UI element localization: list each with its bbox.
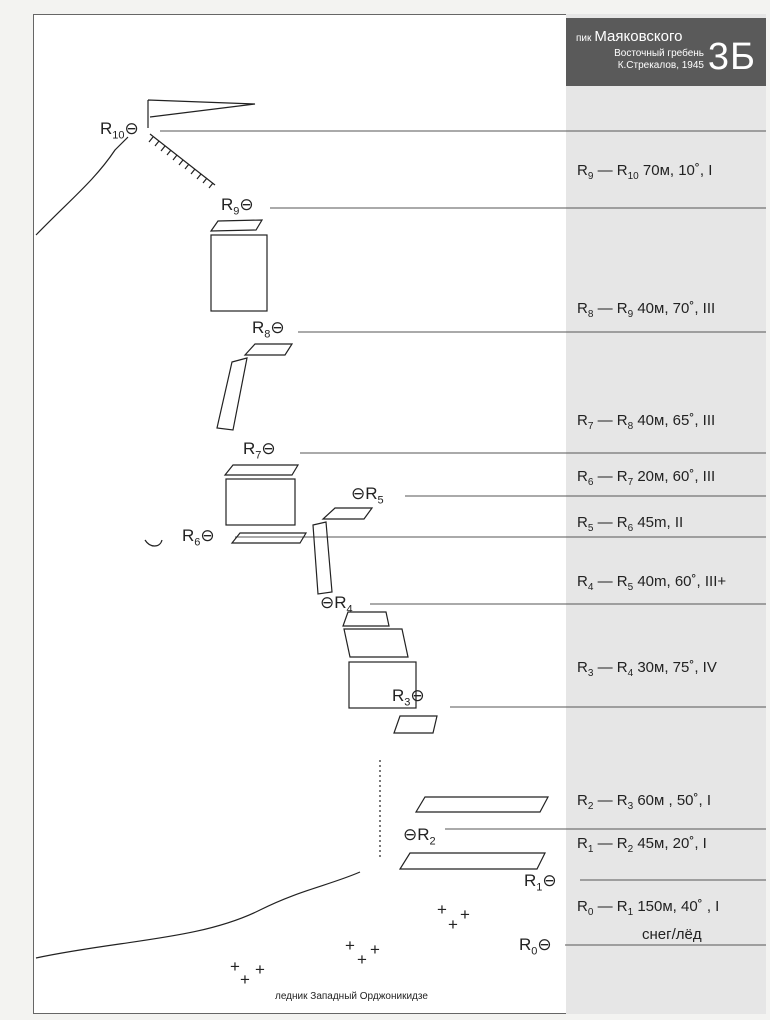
belay-point-r9: R9⊖	[221, 195, 254, 218]
wall-r8-r9	[210, 234, 268, 312]
pitch-label-r9-r10: R9 — R10 70м, 10˚, I	[577, 162, 713, 182]
ledge-r4	[342, 611, 390, 627]
belay-point-r4: ⊖R4	[320, 593, 353, 616]
belay-point-r3: R3⊖	[392, 686, 425, 709]
summit-ridge	[149, 133, 216, 186]
ledge-r8	[243, 343, 294, 356]
route-author: К.Стрекалов, 1945	[617, 60, 704, 71]
pitch-label-r7-r8: R7 — R8 40м, 65˚, III	[577, 412, 716, 432]
crevasse-mark: +	[230, 957, 240, 976]
pitch-label-r8-r9: R8 — R9 40м, 70˚, III	[577, 300, 716, 320]
belay-point-r6: R6⊖	[182, 526, 215, 549]
crevasse-mark: +	[448, 915, 458, 934]
route-subtitle: Восточный гребень К.Стрекалов, 1945	[614, 48, 704, 72]
pitch-label-r0-r1: R0 — R1 150м, 40˚ , I	[577, 898, 720, 918]
belay-point-r5: ⊖R5	[351, 484, 384, 507]
crevasse-mark: +	[255, 960, 265, 979]
pitch-label-r4-r5: R4 — R5 40m, 60˚, III+	[577, 573, 727, 593]
ledge-r7	[223, 464, 300, 476]
pitch-label-r2-r3: R2 — R3 60м , 50˚, I	[577, 792, 712, 812]
crevasse-mark: +	[357, 950, 367, 969]
snow-ice-label: снег/лёд	[642, 926, 702, 943]
pitch-label-r3-r4: R3 — R4 30м, 75˚, IV	[577, 659, 717, 679]
slab-r3-r4	[343, 628, 409, 658]
ledge-r3	[393, 715, 438, 734]
gully-r4-r5	[312, 521, 333, 595]
pitch-label-r6-r7: R6 — R7 20м, 60˚, III	[577, 468, 716, 488]
slab-r2-r3	[414, 796, 549, 813]
crack-r7-r8	[216, 357, 248, 431]
crevasse-mark: +	[370, 940, 380, 959]
belay-point-r1: R1⊖	[524, 871, 557, 894]
route-category: 3Б	[707, 36, 756, 78]
belay-point-r0: R0⊖	[519, 935, 552, 958]
summit-flag	[147, 99, 256, 128]
pitch-leader-lines	[160, 130, 766, 946]
pitch-column	[566, 14, 766, 1014]
rock-mark	[144, 539, 163, 547]
pitch-label-r5-r6: R5 — R6 45m, II	[577, 514, 684, 534]
belay-point-r8: R8⊖	[252, 318, 285, 341]
route-name: Восточный гребень	[614, 48, 704, 59]
glacier-outline	[35, 871, 361, 959]
cornice-hatching	[148, 136, 214, 189]
crevasse-mark: +	[345, 936, 355, 955]
ledge-r9	[209, 219, 264, 232]
belay-point-r7: R7⊖	[243, 439, 276, 462]
wall-r6-r7	[225, 478, 296, 526]
belay-point-r10: R10⊖	[100, 119, 139, 142]
crevasse-mark: +	[240, 970, 250, 989]
ledge-r5	[321, 507, 374, 520]
ledge-r6	[230, 532, 308, 544]
pitch-label-r1-r2: R1 — R2 45м, 20˚, I	[577, 835, 707, 855]
wall-r3	[348, 661, 417, 709]
belay-point-r2: ⊖R2	[403, 825, 436, 848]
crevasse-mark: +	[460, 905, 470, 924]
glacier-label: ледник Западный Орджоникидзе	[275, 991, 428, 1002]
slab-r1-r2	[398, 852, 546, 870]
crevasse-mark: +	[437, 900, 447, 919]
ridge-outline	[35, 136, 129, 236]
